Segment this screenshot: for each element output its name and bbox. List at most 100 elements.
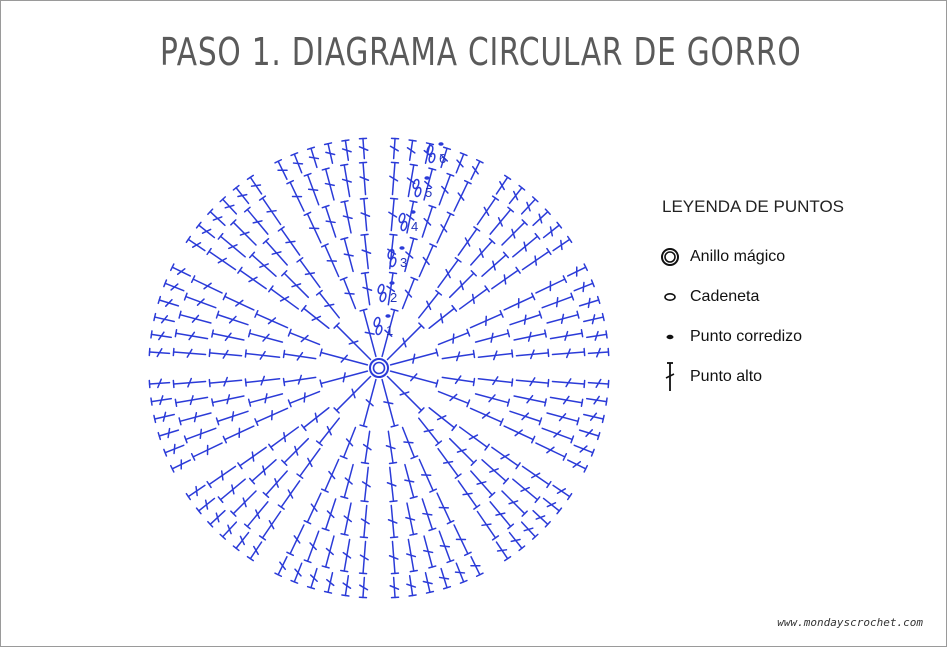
double-crochet-stitch bbox=[542, 497, 563, 515]
round-number: 1 bbox=[386, 323, 393, 338]
chain-stitch bbox=[375, 324, 383, 336]
double-crochet-stitch bbox=[503, 292, 536, 311]
double-crochet-stitch bbox=[247, 393, 284, 407]
double-crochet-stitch bbox=[303, 530, 320, 564]
double-crochet-stitch bbox=[521, 465, 552, 489]
double-crochet-stitch bbox=[404, 236, 418, 273]
double-crochet-stitch bbox=[389, 370, 439, 388]
double-crochet-stitch bbox=[389, 576, 400, 599]
double-crochet-stitch bbox=[150, 395, 173, 406]
double-crochet-stitch bbox=[211, 329, 245, 342]
double-crochet-stitch bbox=[423, 535, 437, 569]
double-crochet-stitch bbox=[163, 279, 185, 292]
double-crochet-stitch bbox=[386, 375, 425, 414]
double-crochet-stitch bbox=[174, 395, 209, 407]
double-crochet-stitch bbox=[286, 179, 305, 212]
double-crochet-stitch bbox=[268, 426, 300, 451]
double-crochet-stitch bbox=[321, 204, 337, 238]
double-crochet-stitch bbox=[387, 504, 399, 539]
double-crochet-stitch bbox=[169, 459, 192, 473]
chain-stitch bbox=[389, 256, 397, 268]
double-crochet-stitch bbox=[258, 510, 282, 541]
double-crochet-stitch bbox=[405, 502, 418, 536]
double-crochet-stitch bbox=[206, 465, 237, 489]
slip-stitch bbox=[438, 142, 444, 146]
double-crochet-stitch bbox=[190, 275, 223, 294]
double-crochet-stitch bbox=[358, 576, 369, 599]
legend-label: Punto alto bbox=[690, 368, 763, 385]
double-crochet-stitch bbox=[296, 447, 321, 479]
double-crochet-stitch bbox=[428, 304, 458, 329]
double-crochet-stitch bbox=[436, 211, 455, 244]
chain-stitch bbox=[398, 212, 406, 224]
double-crochet-stitch bbox=[232, 531, 250, 552]
double-crochet-stitch bbox=[578, 295, 601, 309]
double-crochet-stitch bbox=[300, 304, 330, 329]
double-crochet-stitch bbox=[321, 167, 335, 201]
double-crochet-stitch bbox=[282, 374, 317, 387]
double-crochet-stitch bbox=[458, 426, 490, 451]
double-crochet-stitch bbox=[406, 538, 418, 573]
double-crochet-stitch bbox=[515, 348, 550, 360]
chain-stitch-icon bbox=[654, 281, 686, 313]
double-crochet-stitch bbox=[421, 498, 437, 532]
double-crochet-stitch bbox=[474, 329, 511, 343]
double-crochet-stitch bbox=[258, 195, 282, 226]
double-crochet-stitch bbox=[587, 378, 610, 389]
double-crochet-stitch bbox=[237, 266, 267, 290]
round-number: 3 bbox=[400, 255, 407, 270]
magic-ring bbox=[369, 358, 389, 378]
double-crochet-stitch bbox=[195, 497, 216, 515]
double-crochet-stitch bbox=[277, 226, 301, 256]
double-crochet-stitch bbox=[513, 394, 547, 407]
double-crochet-stitch bbox=[546, 412, 580, 426]
slip-stitch bbox=[424, 176, 430, 180]
double-crochet-stitch bbox=[448, 437, 477, 466]
chain-stitch bbox=[426, 144, 434, 156]
chain-stitch bbox=[387, 248, 395, 260]
double-crochet-stitch bbox=[282, 349, 317, 361]
double-crochet-stitch bbox=[208, 348, 243, 359]
double-crochet-stitch bbox=[401, 426, 419, 460]
double-crochet-stitch bbox=[340, 163, 352, 198]
double-crochet-stitch bbox=[321, 535, 335, 569]
double-crochet-stitch bbox=[405, 200, 418, 234]
double-crochet-stitch bbox=[320, 458, 340, 493]
double-crochet-stitch bbox=[541, 427, 575, 444]
double-crochet-stitch bbox=[215, 410, 249, 426]
double-crochet-stitch bbox=[436, 492, 455, 525]
double-crochet-stitch bbox=[333, 322, 372, 361]
chain-stitch bbox=[379, 291, 387, 303]
double-crochet-stitch bbox=[359, 197, 371, 232]
double-crochet-stitch bbox=[441, 349, 476, 362]
double-crochet-stitch bbox=[515, 377, 550, 388]
double-crochet-stitch bbox=[491, 266, 521, 290]
double-crochet-stitch bbox=[520, 521, 539, 540]
double-crochet-stitch bbox=[254, 309, 289, 329]
double-crochet-stitch bbox=[172, 377, 207, 389]
double-crochet-stitch bbox=[491, 446, 521, 470]
double-crochet-stitch bbox=[585, 395, 608, 406]
double-crochet-stitch bbox=[319, 370, 369, 388]
double-crochet-stitch bbox=[458, 285, 490, 310]
legend-item-chain: Cadeneta bbox=[662, 277, 922, 317]
double-crochet-stitch bbox=[508, 184, 526, 205]
double-crochet-stitch bbox=[438, 530, 455, 564]
double-crochet-stitch bbox=[381, 378, 399, 428]
double-crochet-stitch bbox=[296, 257, 321, 289]
double-crochet-stitch bbox=[290, 562, 303, 584]
double-crochet-stitch bbox=[195, 221, 216, 239]
chain-stitch bbox=[400, 220, 408, 232]
slip-stitch bbox=[385, 314, 391, 318]
double-crochet-stitch bbox=[358, 540, 369, 575]
double-crochet-stitch bbox=[489, 206, 515, 235]
double-crochet-stitch bbox=[321, 498, 337, 532]
double-crochet-stitch bbox=[360, 233, 372, 270]
double-crochet-stitch bbox=[418, 289, 443, 319]
legend-label: Punto corredizo bbox=[690, 328, 803, 345]
double-crochet-stitch bbox=[172, 347, 207, 358]
double-crochet-stitch bbox=[521, 247, 552, 271]
chain-stitch bbox=[414, 186, 422, 198]
double-crochet-stitch bbox=[587, 347, 610, 358]
